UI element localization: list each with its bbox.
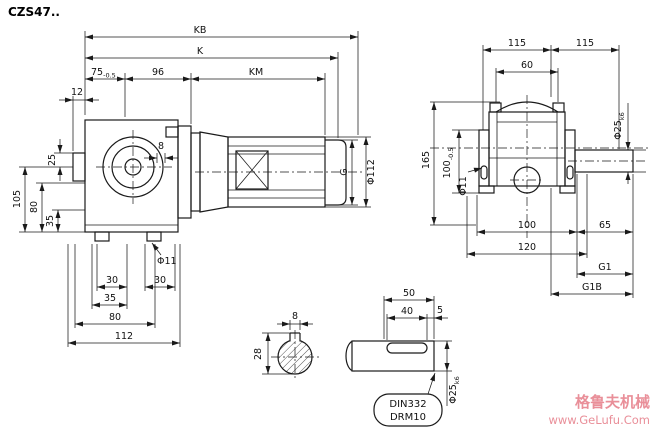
dim-12: 12 bbox=[71, 87, 83, 98]
dim-kb: KB bbox=[194, 25, 207, 36]
dim-phi11-side: Φ11 bbox=[157, 256, 177, 267]
centre-hole-callout-box bbox=[373, 393, 443, 427]
dim-115-b: 115 bbox=[576, 38, 594, 49]
watermark-url: www.GeLufu.Com bbox=[548, 413, 650, 427]
dim-phi25-shaft: Φ25k6 bbox=[448, 376, 461, 403]
dim-75-tolerance: -0.5 bbox=[103, 72, 116, 80]
dim-8-keyway: 8 bbox=[158, 141, 164, 152]
dim-g: G bbox=[339, 168, 350, 175]
dim-112: 112 bbox=[115, 331, 133, 342]
dim-35-bottom: 35 bbox=[104, 293, 116, 304]
dim-50: 50 bbox=[403, 288, 415, 299]
dim-105: 105 bbox=[12, 190, 23, 208]
dim-120: 120 bbox=[518, 242, 536, 253]
dim-km: KM bbox=[249, 67, 263, 78]
dim-75-value: 75 bbox=[91, 67, 103, 78]
dim-phi25-front-tolerance: k6 bbox=[618, 112, 626, 120]
dim-phi25-front: Φ25k6 bbox=[613, 112, 626, 139]
dim-100-bottom: 100 bbox=[518, 220, 536, 231]
dim-30-b: 30 bbox=[154, 275, 166, 286]
front-view-dimensions: 115 115 60 165 100-0.5 Φ11 Φ25k6 100 bbox=[421, 38, 646, 298]
dim-phi11-front: Φ11 bbox=[458, 176, 469, 196]
side-view-outline bbox=[72, 119, 362, 242]
dim-65: 65 bbox=[599, 220, 611, 231]
dim-30-a: 30 bbox=[106, 275, 118, 286]
dim-phi112: Φ112 bbox=[366, 159, 377, 185]
drawing-title: CZS47.. bbox=[8, 5, 60, 19]
dim-5: 5 bbox=[437, 305, 443, 316]
dim-100-vertical: 100-0.5 bbox=[442, 148, 455, 179]
shaft-detail-view: 50 40 5 Φ25k6 DIN332 DRM10 bbox=[345, 288, 461, 427]
din-standard-line1: DIN332 bbox=[389, 399, 426, 410]
dim-96: 96 bbox=[152, 67, 164, 78]
shaft-section-view: 8 28 bbox=[253, 311, 319, 381]
dim-80-left: 80 bbox=[29, 201, 40, 213]
terminal-box bbox=[235, 150, 269, 190]
dim-g1b: G1B bbox=[582, 282, 602, 293]
dim-165: 165 bbox=[421, 151, 432, 169]
dim-40: 40 bbox=[401, 306, 413, 317]
fan-cover bbox=[325, 139, 347, 206]
dim-100-v-value: 100 bbox=[442, 160, 453, 178]
watermark: 格鲁夫机械 www.GeLufu.Com bbox=[548, 393, 650, 427]
dim-100-v-tolerance: -0.5 bbox=[447, 148, 455, 161]
dim-phi25-shaft-tolerance: k6 bbox=[453, 376, 461, 384]
watermark-brand: 格鲁夫机械 bbox=[575, 393, 650, 411]
dim-phi25-shaft-value: Φ25 bbox=[448, 384, 459, 404]
dim-60: 60 bbox=[521, 60, 533, 71]
dim-115-a: 115 bbox=[508, 38, 526, 49]
dim-8-section: 8 bbox=[292, 311, 298, 322]
dim-k: K bbox=[197, 46, 204, 57]
dim-35-left: 35 bbox=[45, 215, 56, 227]
dim-75: 75-0.5 bbox=[91, 67, 116, 80]
dim-28: 28 bbox=[253, 348, 264, 360]
din-standard-line2: DRM10 bbox=[390, 412, 426, 423]
dim-80-bottom: 80 bbox=[109, 312, 121, 323]
side-view-dimensions: KB K 75-0.5 96 KM 12 8 25 105 80 bbox=[12, 25, 377, 347]
front-view-outline bbox=[430, 95, 650, 238]
dim-25: 25 bbox=[47, 154, 58, 166]
shaft-keyway bbox=[386, 342, 428, 354]
dim-phi25-front-value: Φ25 bbox=[613, 120, 624, 140]
dim-g1: G1 bbox=[598, 262, 611, 273]
